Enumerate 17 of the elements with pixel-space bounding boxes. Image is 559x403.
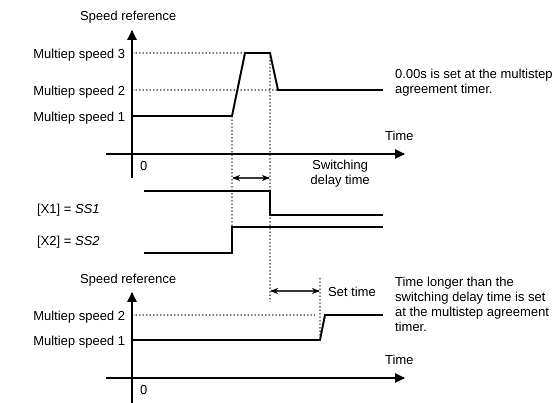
axis-title: Time <box>385 128 414 143</box>
level-label: Multiep speed 2 <box>32 308 125 323</box>
signal-label: [X2] = SS2 <box>37 233 101 248</box>
dimension-label: Switching delay time <box>309 157 371 187</box>
level-label: Multiep speed 1 <box>32 109 125 124</box>
axis-title: Speed reference <box>80 271 178 286</box>
origin-label: 0 <box>140 158 148 173</box>
dimension-label: Set time <box>328 284 377 299</box>
axis-title: Speed reference <box>80 8 178 23</box>
note-text: 0.00s is set at the multistep agreement timer. <box>395 66 554 96</box>
note-text: Time longer than the switching delay time is set at the multistep agreement timer. <box>395 274 550 334</box>
origin-label: 0 <box>140 382 148 397</box>
axis-title: Time <box>385 352 414 367</box>
level-label: Multiep speed 1 <box>32 333 125 348</box>
level-label: Multiep speed 3 <box>32 46 125 61</box>
signal-label: [X1] = SS1 <box>37 201 101 216</box>
level-label: Multiep speed 2 <box>32 83 125 98</box>
